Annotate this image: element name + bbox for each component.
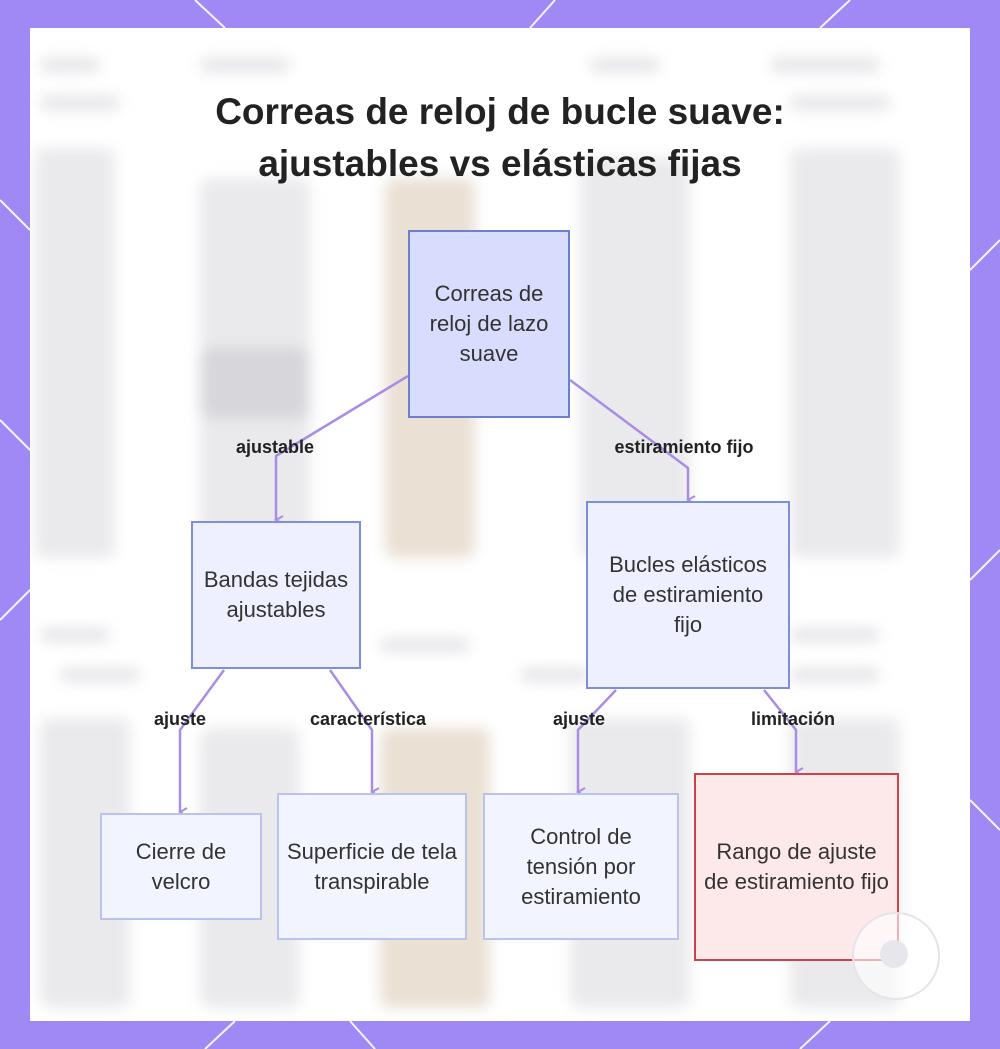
edge-fixed-range bbox=[763, 689, 796, 772]
node-velcro-closure: Cierre de velcro bbox=[100, 813, 262, 920]
edge-label-fit-left: ajuste bbox=[153, 709, 207, 729]
edge-label-fixed-stretch: estiramiento fijo bbox=[614, 437, 754, 457]
edge-adjustable-velcro bbox=[180, 669, 226, 812]
node-fixed-stretch-loops: Bucles elásticos de estiramiento fijo bbox=[586, 501, 790, 689]
node-tension-control: Control de tensión por estiramiento bbox=[483, 793, 679, 940]
title-line-1: Correas de reloj de bucle suave: bbox=[215, 91, 785, 132]
blurred-background-photo bbox=[30, 28, 970, 1021]
node-root: Correas de reloj de lazo suave bbox=[408, 230, 570, 418]
title-line-2: ajustables vs elásticas fijas bbox=[258, 143, 742, 184]
edge-fixed-tension bbox=[578, 689, 617, 792]
edge-adjustable-breathable bbox=[328, 669, 372, 792]
diagram-card: Correas de reloj de bucle suave: ajustab… bbox=[30, 28, 970, 1021]
edge-label-adjustable: ajustable bbox=[235, 437, 315, 457]
diagram-title: Correas de reloj de bucle suave: ajustab… bbox=[30, 86, 970, 190]
edge-root-fixed bbox=[569, 378, 688, 500]
edge-label-fit-right: ajuste bbox=[552, 709, 606, 729]
node-adjustable-bands: Bandas tejidas ajustables bbox=[191, 521, 361, 669]
node-breathable-fabric: Superficie de tela transpirable bbox=[277, 793, 467, 940]
edge-label-limitation: limitación bbox=[750, 709, 836, 729]
edge-label-feature: característica bbox=[309, 709, 427, 729]
edge-lines bbox=[30, 374, 970, 1021]
watermark-badge-icon bbox=[852, 912, 940, 1000]
edge-root-adjustable bbox=[276, 374, 409, 520]
